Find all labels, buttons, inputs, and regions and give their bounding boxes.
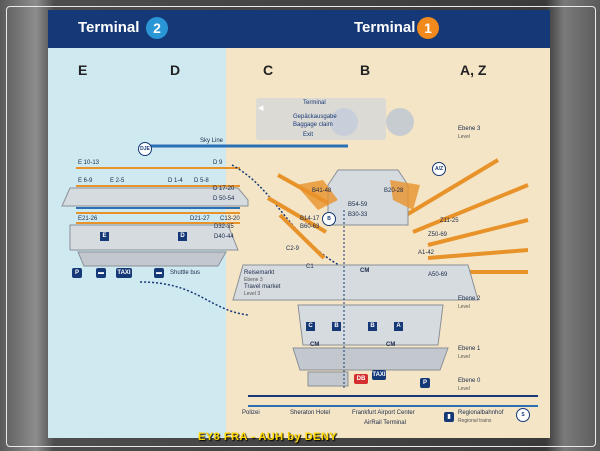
sign-exit: Exit — [303, 132, 314, 138]
column-az: A, Z — [460, 62, 487, 78]
level1-en: Level — [458, 354, 470, 360]
gate-b60-63: B60-63 — [300, 224, 320, 230]
travel-market-level: Level 3 — [244, 291, 261, 297]
gate-d-sign: D — [178, 232, 187, 241]
level0-en: Level — [458, 386, 470, 392]
terminal2-badge: 2 — [146, 17, 168, 39]
parking-icon-t1: P — [420, 378, 430, 388]
bus-icon: ▬ — [96, 268, 106, 278]
reisemarkt-label: Reisemarkt — [244, 270, 275, 276]
gate-e2-5: E 2-5 — [110, 178, 125, 184]
terminal1-badge: 1 — [417, 17, 439, 39]
gate-d9: D 9 — [213, 160, 223, 166]
shuttle-bus-label: Shuttle bus — [170, 270, 201, 276]
level1-label: Ebene 1 — [458, 346, 481, 352]
sign-baggage-en: Baggage claim — [293, 122, 333, 128]
gate-b20-28: B20-28 — [384, 188, 404, 194]
column-e: E — [78, 62, 88, 78]
gate-c1: C1 — [306, 264, 314, 270]
gate-d50-54: D 50-54 — [213, 196, 235, 202]
gate-b-sign: B — [332, 322, 341, 331]
sign-baggage-de: Gepäckausgabe — [293, 114, 337, 120]
gate-a-sign: A — [394, 322, 403, 331]
gate-b2-sign: B — [368, 322, 377, 331]
gate-z50-69: Z50-69 — [428, 232, 448, 238]
gate-e-sign: E — [100, 232, 109, 241]
regional-de-label: Regionalbahnhof — [458, 410, 504, 416]
airrail-label: AirRail Terminal — [364, 420, 406, 426]
level2-en: Level — [458, 304, 470, 310]
sheraton-label: Sheraton Hotel — [290, 410, 331, 416]
airport-center-label: Frankfurt Airport Center — [352, 410, 415, 416]
gate-z11-25: Z11-25 — [440, 218, 459, 224]
gate-a1-42: A1-42 — [418, 250, 435, 256]
direction-sign — [256, 98, 386, 140]
gate-d5-8: D 5-8 — [194, 178, 209, 184]
terminal1-title: Terminal — [354, 19, 416, 36]
map-lines — [61, 108, 538, 407]
cm-label-l1: CM — [310, 342, 320, 348]
photo-border — [6, 6, 596, 447]
gate-a50-69: A50-69 — [428, 272, 448, 278]
skyline-label: Sky Line — [200, 138, 224, 144]
gate-e6-9: E 6-9 — [78, 178, 93, 184]
photo-caption: EY8 FRA - AUH by DENY — [198, 431, 338, 443]
b-marker: B — [322, 212, 336, 226]
gate-c13-20: C13-20 — [220, 216, 240, 222]
reisemarkt-ebene: Ebene 3 — [244, 277, 263, 283]
gate-c-sign: C — [306, 322, 315, 331]
level2-label: Ebene 2 — [458, 296, 481, 302]
taxi-icon-t1: TAXI — [372, 370, 386, 380]
parking-icon: P — [72, 268, 82, 278]
column-d: D — [170, 62, 181, 78]
terminal2-title: Terminal — [78, 19, 140, 36]
cm-label-l2: CM — [360, 268, 370, 274]
gate-d40-44: D40-44 — [214, 234, 234, 240]
shuttle-bus-icon: ▬ — [154, 268, 164, 278]
az-marker: A/Z — [432, 162, 446, 176]
gate-e10-13: E 10-13 — [78, 160, 100, 166]
column-c: C — [263, 62, 274, 78]
taxi-icon: TAXI — [116, 268, 132, 278]
level0-label: Ebene 0 — [458, 378, 481, 384]
gate-d32-35: D32-35 — [214, 224, 234, 230]
polizei-label: Polizei — [242, 410, 260, 416]
db-icon: DB — [354, 374, 368, 384]
gate-b14-17: B14-17 — [300, 216, 320, 222]
travel-market-label: Travel market — [244, 284, 281, 290]
arrow-left-icon: ◀ — [258, 105, 264, 112]
gate-b41-48: B41-48 — [312, 188, 332, 194]
gate-d1-4: D 1-4 — [168, 178, 183, 184]
sign-terminal: Terminal — [303, 100, 326, 106]
gate-b30-33: B30-33 — [348, 212, 368, 218]
column-b: B — [360, 62, 371, 78]
gate-b54-59: B54-59 — [348, 202, 368, 208]
dje-marker: DJE — [138, 142, 152, 156]
regional-en-label: Regional trains — [458, 418, 492, 424]
cm-label-l1b: CM — [386, 342, 396, 348]
s-bahn-icon: S — [516, 408, 530, 422]
gate-d17-20: D 17-20 — [213, 186, 235, 192]
level3-en: Level — [458, 134, 470, 140]
gate-e21-26: E21-26 — [78, 216, 98, 222]
level3-label: Ebene 3 — [458, 126, 481, 132]
train-icon: ▮ — [444, 412, 454, 422]
gate-d21-27: D21-27 — [190, 216, 210, 222]
gate-c2-9: C2-9 — [286, 246, 300, 252]
map-header: Terminal 2 Terminal 1 — [48, 10, 550, 48]
airport-map-board: Terminal 2 Terminal 1 E D C B A, Z — [48, 10, 550, 438]
